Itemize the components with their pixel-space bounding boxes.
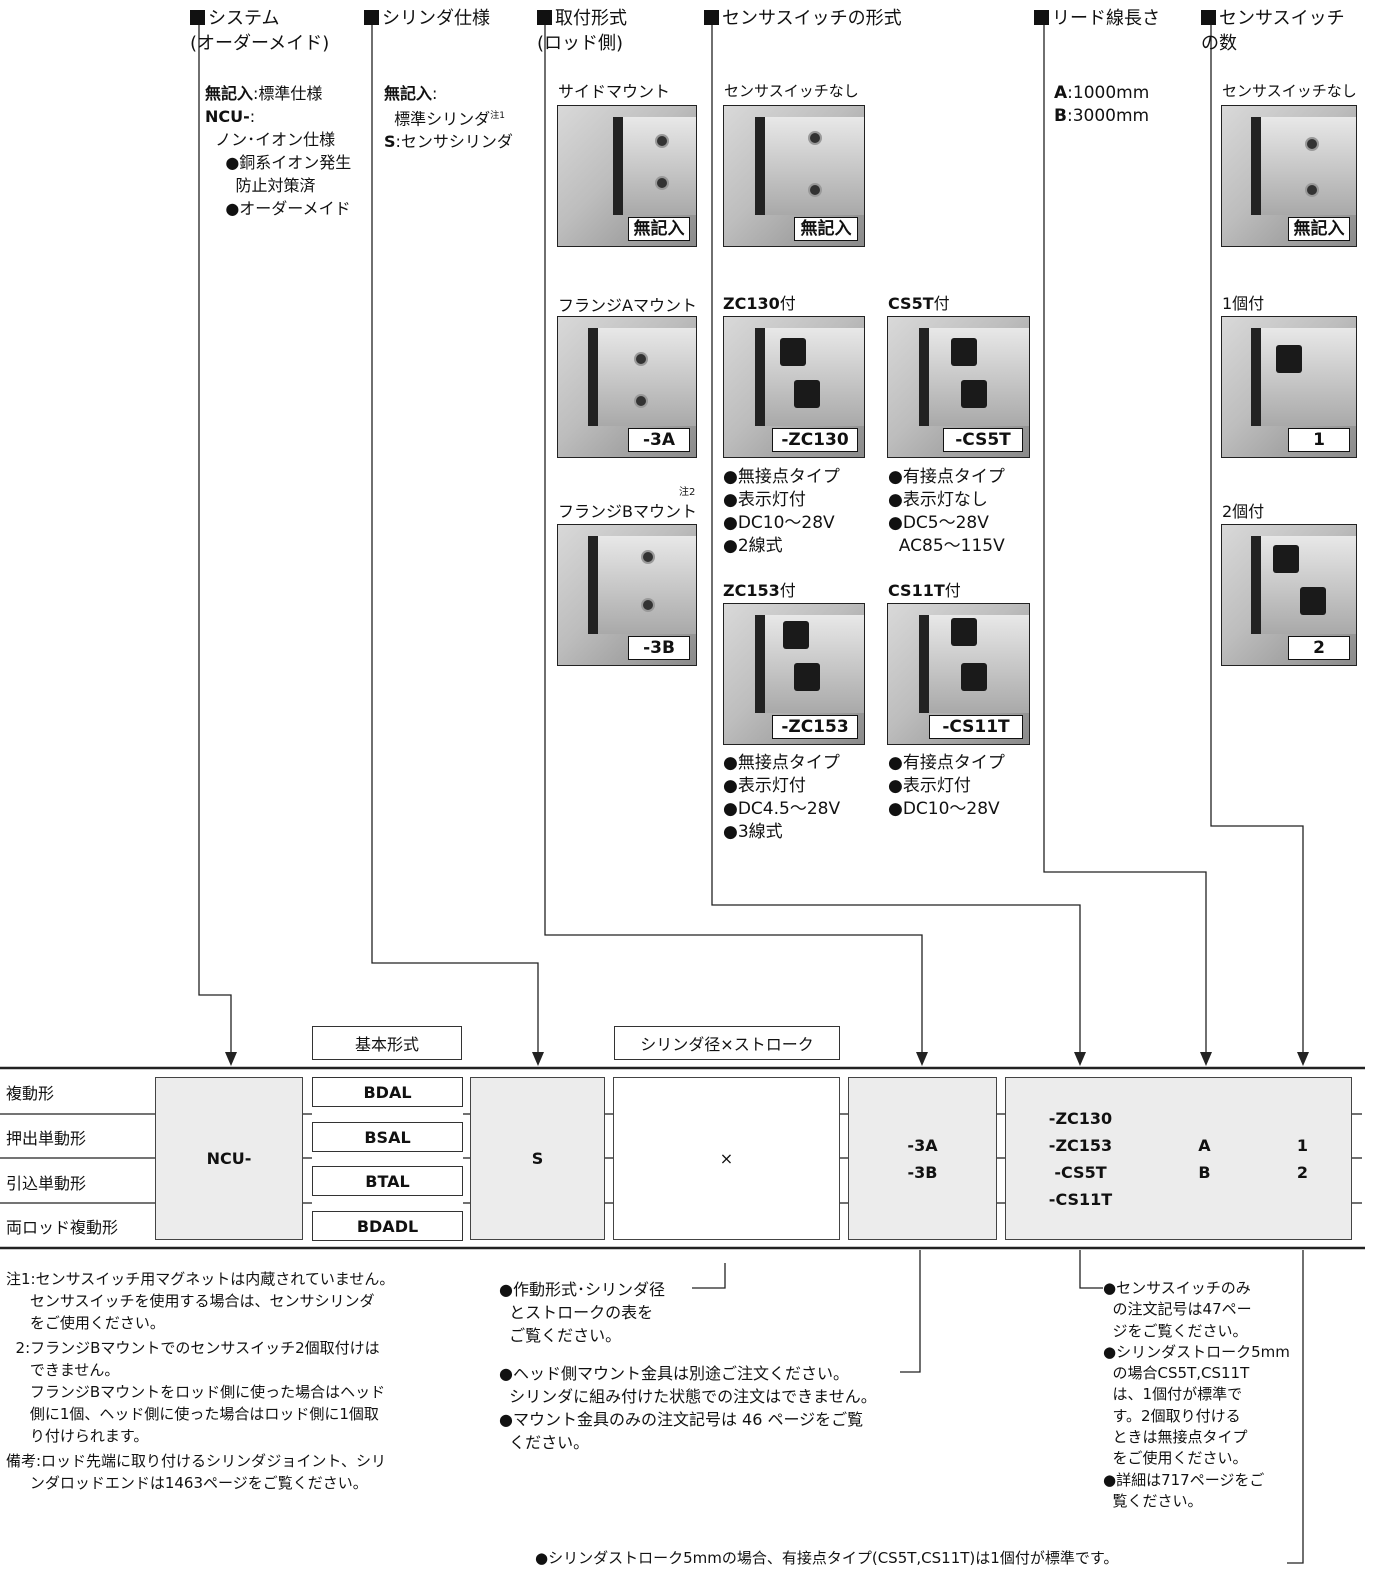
sensor-zc153-spec: ●無接点タイプ ●表示灯付 ●DC4.5〜28V ●3線式 bbox=[723, 753, 841, 842]
count-none-code: 無記入 bbox=[1288, 217, 1350, 241]
remark: 備考:ロッド先端に取り付けるシリンダジョイント、シリ ンダロッドエンドは1463… bbox=[6, 1452, 387, 1492]
code-bore-stroke: × bbox=[613, 1077, 840, 1240]
count-one-photo: 1 bbox=[1221, 316, 1357, 458]
note-bottom: ●シリンダストローク5mmの場合、有接点タイプ(CS5T,CS11T)は1個付が… bbox=[535, 1549, 1119, 1567]
mount-flangeB-note: 注2 bbox=[679, 487, 696, 498]
lead-options: A:1000mm B:3000mm bbox=[1054, 83, 1150, 126]
note-mid-2: ●ヘッド側マウント金具は別途ご注文ください。 シリンダに組み付けた状態での注文は… bbox=[499, 1364, 877, 1452]
count-two-photo: 2 bbox=[1221, 524, 1357, 666]
row-label: 両ロッド複動形 bbox=[6, 1218, 119, 1237]
sensor-zc153-code: -ZC153 bbox=[772, 715, 858, 739]
note-mid-1: ●作動形式･シリンダ径 とストロークの表を ご覧ください。 bbox=[499, 1280, 665, 1345]
mount-side-code: 無記入 bbox=[628, 217, 690, 241]
note-2: 2:フランジBマウントでのセンサスイッチ2個取付けは できません。 フランジBマ… bbox=[15, 1339, 386, 1445]
row-label: 複動形 bbox=[6, 1084, 55, 1103]
row-label: 引込単動形 bbox=[6, 1174, 87, 1193]
sensor-cs11t-spec: ●有接点タイプ ●表示灯付 ●DC10〜28V bbox=[888, 753, 1005, 819]
code-mount: -3A -3B bbox=[848, 1077, 997, 1240]
sensor-none-label: センサスイッチなし bbox=[724, 82, 859, 100]
code-cylinder: S bbox=[470, 1077, 605, 1240]
count-none-photo: 無記入 bbox=[1221, 105, 1357, 247]
header-sensor: センサスイッチの形式 bbox=[704, 6, 902, 31]
sensor-zc153-label: ZC153付 bbox=[723, 581, 796, 600]
header-count: センサスイッチ の数 bbox=[1201, 8, 1345, 54]
count-two-code: 2 bbox=[1288, 636, 1350, 660]
basic-type-label: 基本形式 bbox=[312, 1026, 462, 1060]
code-basic: BSAL bbox=[312, 1122, 463, 1152]
mount-flangeB-label: フランジBマウント bbox=[558, 502, 697, 521]
code-basic: BDAL bbox=[312, 1077, 463, 1107]
sensor-none-code: 無記入 bbox=[794, 217, 858, 241]
code-basic: BTAL bbox=[312, 1166, 463, 1196]
flangeA-mount-photo: -3A bbox=[557, 316, 697, 458]
count-one-code: 1 bbox=[1288, 428, 1350, 452]
header-mount: 取付形式 (ロッド側) bbox=[537, 8, 627, 54]
header-system: システム (オーダーメイド) bbox=[190, 8, 330, 54]
code-lead: A B bbox=[1155, 1077, 1254, 1240]
mount-flangeA-label: フランジAマウント bbox=[558, 296, 697, 315]
sensor-zc130-code: -ZC130 bbox=[772, 428, 858, 452]
side-mount-photo: 無記入 bbox=[557, 105, 697, 247]
count-none-label: センサスイッチなし bbox=[1222, 82, 1357, 100]
sensor-zc130-spec: ●無接点タイプ ●表示灯付 ●DC10〜28V ●2線式 bbox=[723, 467, 840, 556]
sensor-cs11t-code: -CS11T bbox=[929, 715, 1023, 739]
note-1: 注1:センサスイッチ用マグネットは内蔵されていません。 センサスイッチを使用する… bbox=[6, 1270, 395, 1332]
system-options: 無記入:標準仕様 NCU-: ノン･イオン仕様 ●銅系イオン発生 防止対策済 ●… bbox=[205, 84, 352, 218]
code-system: NCU- bbox=[155, 1077, 303, 1240]
sensor-cs5t-code: -CS5T bbox=[943, 428, 1023, 452]
bore-stroke-label: シリンダ径×ストローク bbox=[614, 1026, 840, 1060]
sensor-cs11t-photo: -CS11T bbox=[887, 603, 1030, 745]
header-lead: リード線長さ bbox=[1034, 6, 1160, 31]
sensor-zc130-label: ZC130付 bbox=[723, 294, 796, 313]
count-one-label: 1個付 bbox=[1222, 294, 1265, 313]
sensor-none-photo: 無記入 bbox=[723, 105, 865, 247]
sensor-zc130-photo: -ZC130 bbox=[723, 316, 865, 458]
note-right: ●センサスイッチのみ の注文記号は47ペー ジをご覧ください。 ●シリンダストロ… bbox=[1103, 1279, 1290, 1510]
mount-flangeB-code: -3B bbox=[628, 636, 690, 660]
code-count: 1 2 bbox=[1254, 1077, 1352, 1240]
cylinder-options: 無記入: 標準シリンダ注1 S:センサシリンダ bbox=[384, 84, 513, 152]
row-label: 押出単動形 bbox=[6, 1129, 87, 1148]
mount-side-label: サイドマウント bbox=[558, 82, 671, 101]
header-cylinder: シリンダ仕様 bbox=[364, 6, 490, 31]
sensor-cs5t-label: CS5T付 bbox=[888, 294, 950, 313]
sensor-cs5t-spec: ●有接点タイプ ●表示灯なし ●DC5〜28V AC85〜115V bbox=[888, 467, 1005, 556]
sensor-cs5t-photo: -CS5T bbox=[887, 316, 1030, 458]
flangeB-mount-photo: -3B bbox=[557, 524, 697, 666]
count-two-label: 2個付 bbox=[1222, 502, 1265, 521]
mount-flangeA-code: -3A bbox=[628, 428, 690, 452]
sensor-cs11t-label: CS11T付 bbox=[888, 581, 961, 600]
code-sensor: -ZC130 -ZC153 -CS5T -CS11T bbox=[1005, 1077, 1155, 1240]
code-basic: BDADL bbox=[312, 1211, 463, 1241]
sensor-zc153-photo: -ZC153 bbox=[723, 603, 865, 745]
